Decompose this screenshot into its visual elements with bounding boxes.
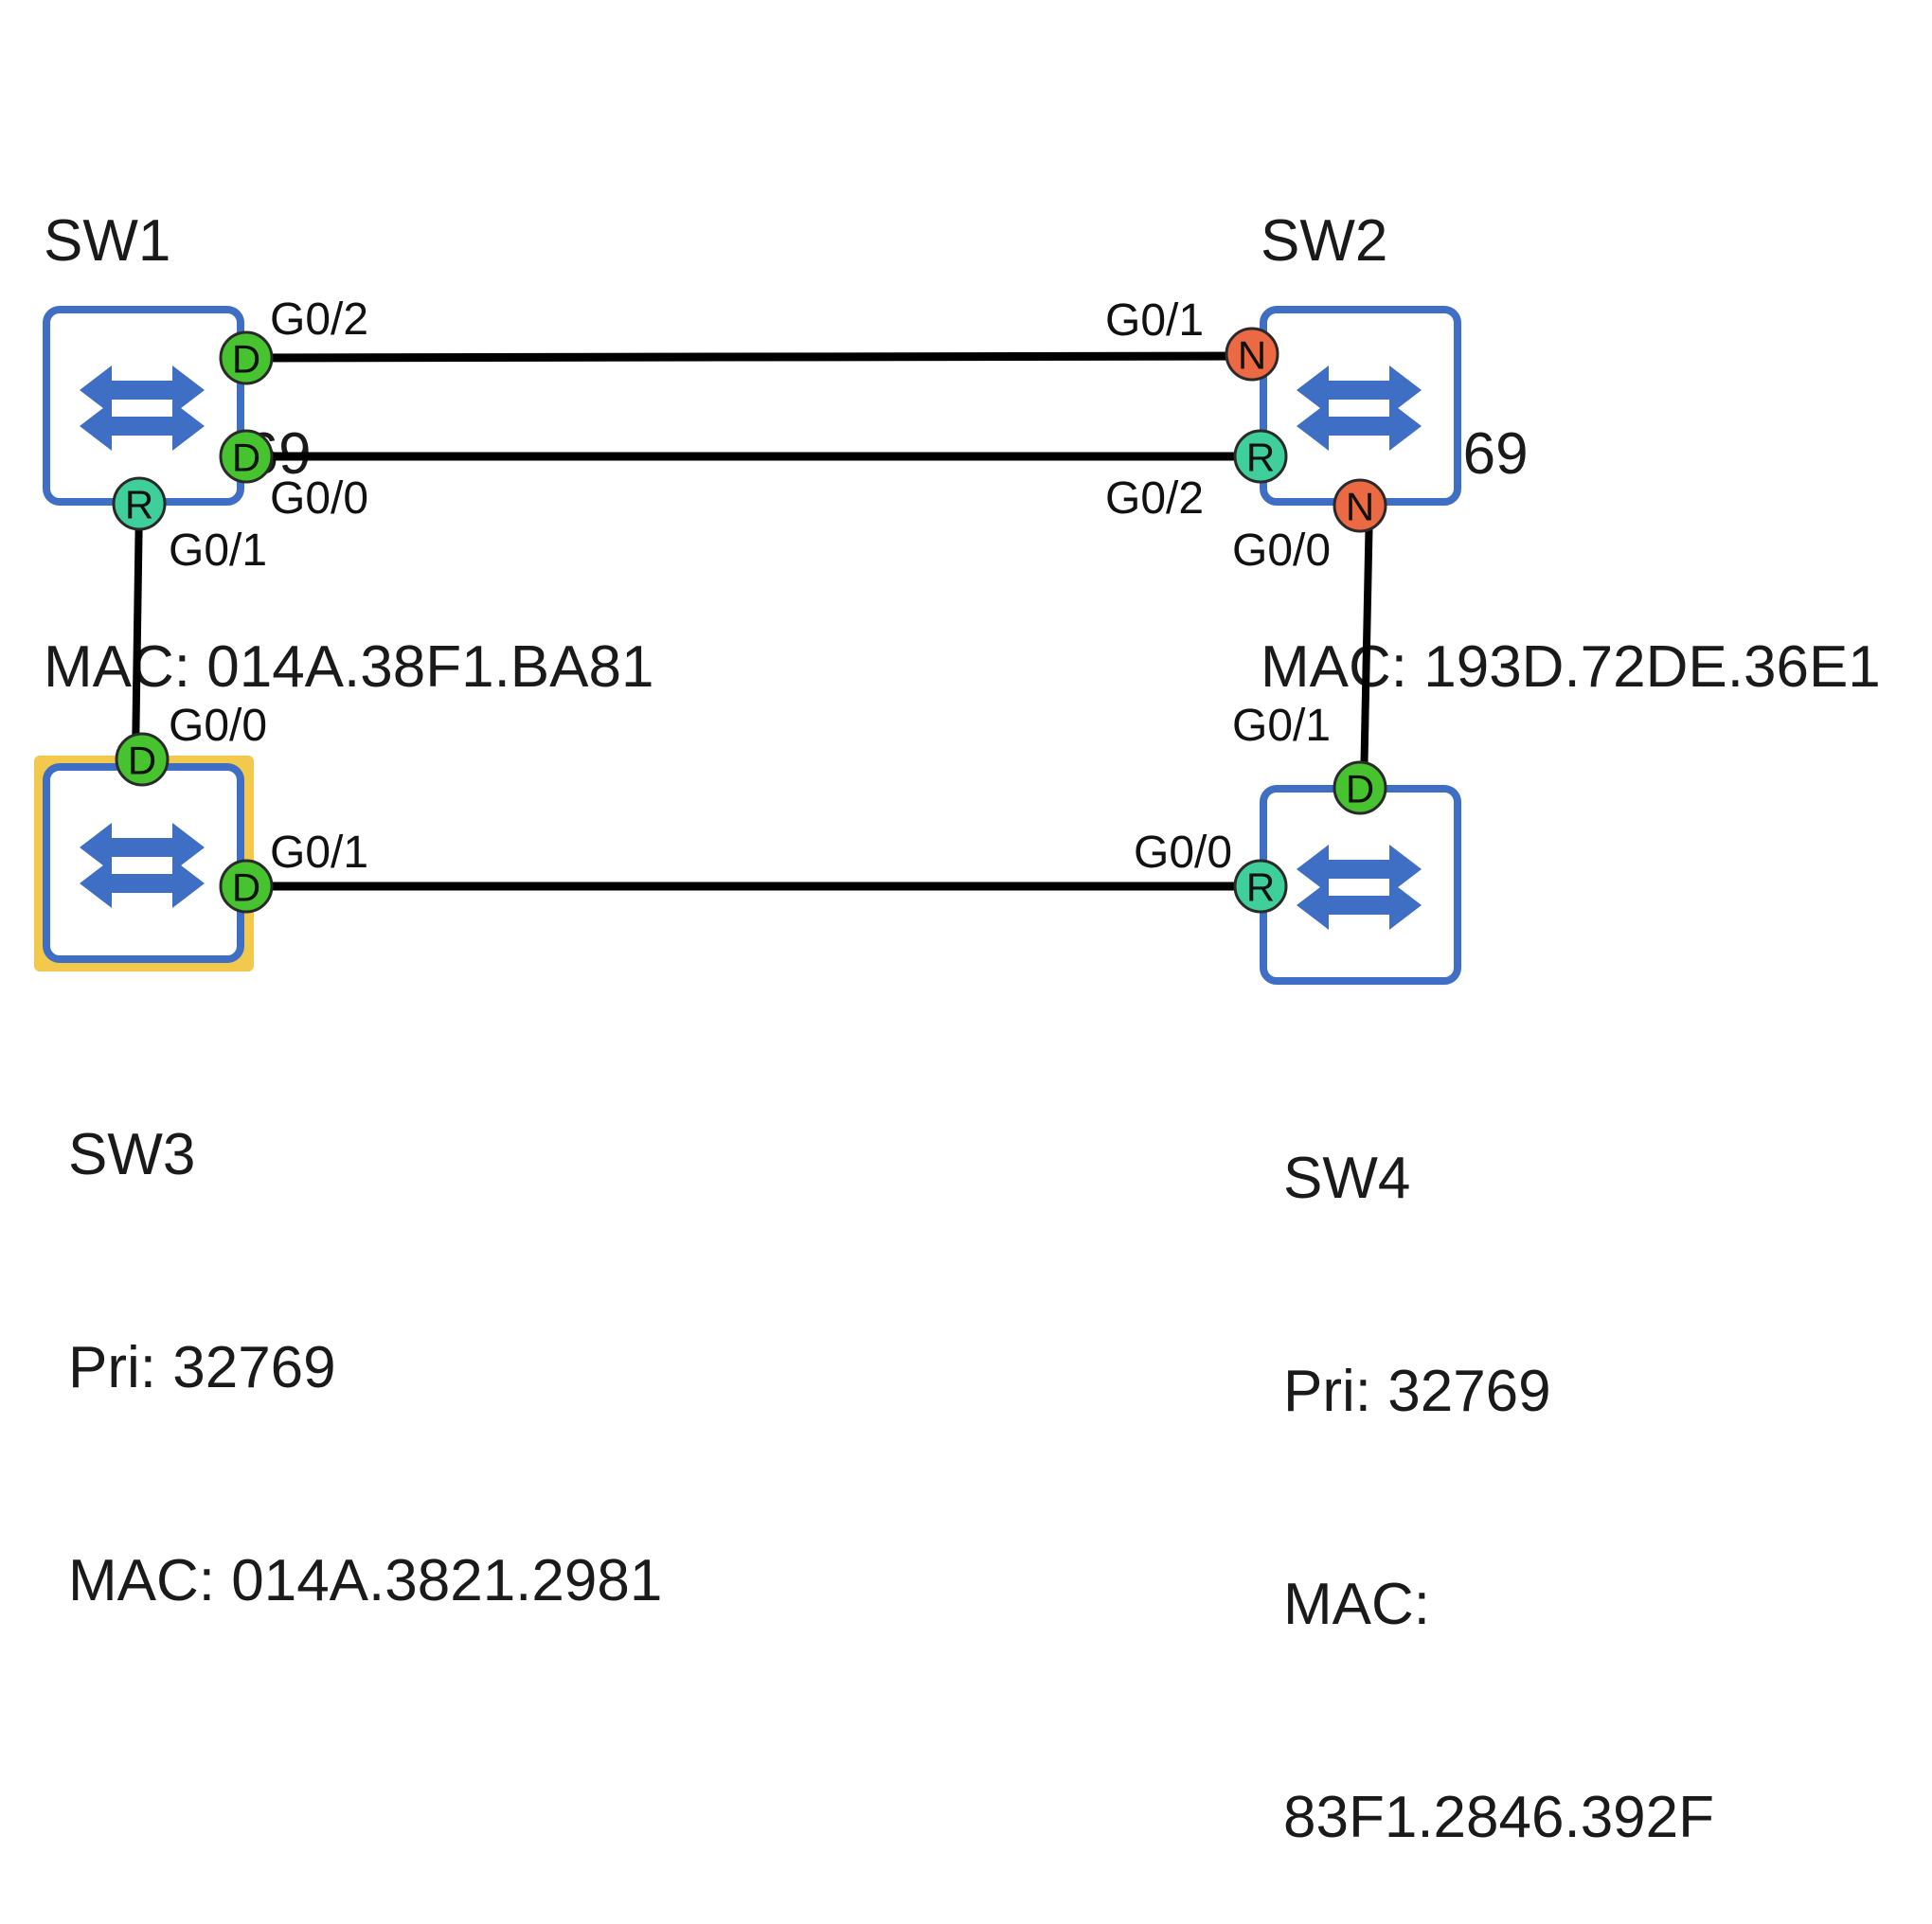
sw4-switch-box[interactable] xyxy=(1260,785,1461,985)
sw2-port-g02-marker[interactable]: R xyxy=(1233,429,1288,484)
sw1-name: SW1 xyxy=(44,208,171,274)
sw1-port-g01-marker[interactable]: R xyxy=(112,476,167,531)
sw3-name: SW3 xyxy=(68,1122,196,1187)
sw2-port-g00-marker[interactable]: N xyxy=(1333,478,1387,533)
sw1-mac: MAC: 014A.38F1.BA81 xyxy=(44,634,654,700)
sw3-switch-box[interactable] xyxy=(43,763,244,963)
sw2-mac: MAC: 193D.72DE.36E1 xyxy=(1261,634,1881,700)
sw1-port-g01-label: G0/1 xyxy=(169,526,267,576)
sw3-switch[interactable] xyxy=(43,763,244,963)
sw2-switch[interactable] xyxy=(1260,306,1461,506)
sw2-port-g02-label: G0/2 xyxy=(1105,473,1204,524)
sw1-port-g00-state: D xyxy=(232,436,260,480)
sw4-port-g00-marker[interactable]: R xyxy=(1233,859,1288,914)
sw1-port-g00-label: G0/0 xyxy=(270,473,368,524)
link-sw1-g02-sw2-g01 xyxy=(245,351,1253,363)
sw3-port-g00-label: G0/0 xyxy=(169,701,267,751)
sw2-port-g02-state: R xyxy=(1246,436,1275,480)
sw2-port-g00-state: N xyxy=(1346,485,1374,529)
sw4-switch[interactable] xyxy=(1260,785,1461,985)
sw1-switch-box[interactable] xyxy=(43,306,244,506)
sw2-name: SW2 xyxy=(1261,208,1388,274)
links-layer xyxy=(132,351,1373,891)
sw1-port-g02-state: D xyxy=(232,337,260,382)
link-sw2-g00-sw4-g01 xyxy=(1360,505,1373,787)
sw3-mac: MAC: 014A.3821.2981 xyxy=(68,1548,663,1613)
sw4-port-g01-label: G0/1 xyxy=(1232,701,1331,751)
sw3-port-g01-state: D xyxy=(232,865,260,910)
sw1-port-g02-label: G0/2 xyxy=(270,294,368,345)
sw3-port-g00-marker[interactable]: D xyxy=(115,732,170,787)
sw2-switch-box[interactable] xyxy=(1260,306,1461,506)
sw4-mac-label: MAC: xyxy=(1283,1572,1430,1637)
sw1-port-g02-marker[interactable]: D xyxy=(219,330,274,385)
sw2-port-g01-label: G0/1 xyxy=(1105,295,1204,346)
sw4-port-g01-state: D xyxy=(1346,767,1374,811)
link-sw1-g01-sw3-g00 xyxy=(132,503,143,758)
stp-topology-diagram: D D R N R N D D xyxy=(34,294,1461,985)
sw2-port-g01-marker[interactable]: N xyxy=(1225,327,1279,382)
sw3-priority: Pri: 32769 xyxy=(68,1335,336,1400)
port-markers-layer: D D R N R N D D xyxy=(112,327,1387,914)
sw2-port-g01-state: N xyxy=(1238,333,1266,378)
port-labels-layer: G0/2 G0/0 G0/1 G0/1 G0/2 G0/0 G0/0 G0/1 … xyxy=(169,294,1331,878)
sw4-port-g00-state: R xyxy=(1246,865,1275,910)
sw1-port-g01-state: R xyxy=(125,483,153,527)
sw3-port-g01-marker[interactable]: D xyxy=(219,859,274,914)
sw1-port-g00-marker[interactable]: D xyxy=(219,429,274,484)
sw4-mac-value: 83F1.2846.392F xyxy=(1283,1785,1715,1850)
sw3-port-g00-state: D xyxy=(128,739,156,783)
sw4-port-g00-label: G0/0 xyxy=(1134,828,1232,878)
sw3-port-g01-label: G0/1 xyxy=(270,828,368,878)
sw2-port-g00-label: G0/0 xyxy=(1232,526,1331,576)
sw4-port-g01-marker[interactable]: D xyxy=(1333,760,1387,815)
sw4-priority: Pri: 32769 xyxy=(1283,1359,1551,1424)
sw1-switch[interactable] xyxy=(43,306,244,506)
sw4-name: SW4 xyxy=(1283,1146,1411,1211)
